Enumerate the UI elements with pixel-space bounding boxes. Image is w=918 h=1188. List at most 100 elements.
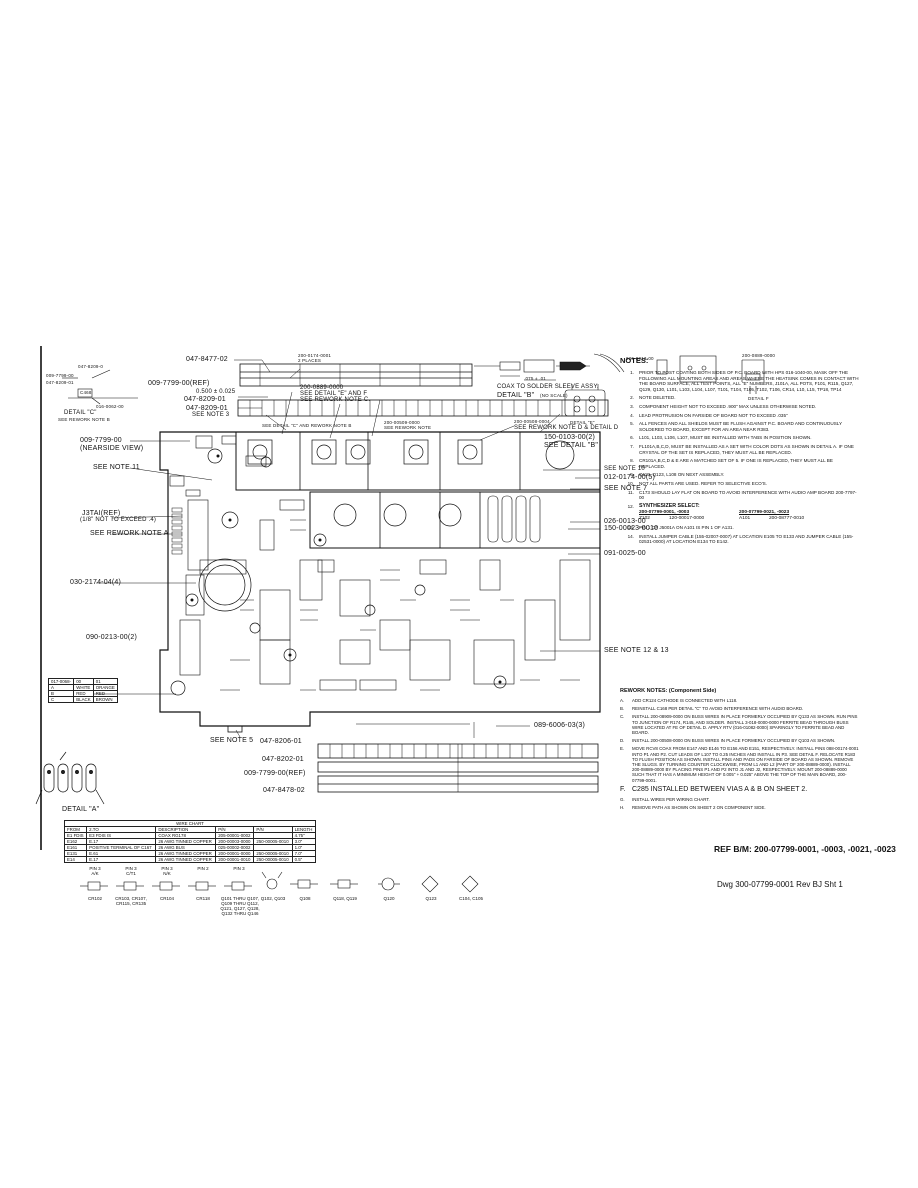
rework-text: INSTALL 200-08909-0000 ON BUSS WIRES IN … <box>632 714 858 736</box>
wc-cell: E.17 <box>86 856 157 863</box>
rework-num: F. <box>620 785 626 793</box>
wc-cell: 200-00001-0010 <box>215 856 255 863</box>
label-see-note-7: SEE NOTE 7 <box>604 485 648 492</box>
pcb-outline <box>159 431 601 727</box>
wc-cell: 250-00005-0010 <box>253 838 293 845</box>
label-nearside: (NEARSIDE VIEW) <box>80 445 144 452</box>
note-text: Q113, Q123, L108 ON NEXT ASSEMBLY. <box>639 472 725 478</box>
pinout-cr104-name: CR104 <box>159 896 174 901</box>
pinout-cr103-name: CR103, CR107, CR115, CR135 <box>115 896 147 906</box>
label-200-0889-b: 200-0889-0000 <box>742 353 776 358</box>
rework-num: C. <box>620 714 625 720</box>
label-091-0025: 091-0025-00 <box>604 550 646 557</box>
wct-cell: C <box>47 696 75 703</box>
pinout-q123-name: Q123 <box>425 896 437 901</box>
note-num: 1. <box>630 370 634 375</box>
label-see-detail-b: SEE DETAIL "B" <box>544 442 599 449</box>
pinout-c104-name: C104, C105 <box>458 896 484 901</box>
label-200-00508: 200-00508-0004 <box>514 419 550 424</box>
pin-top: PIN 3 <box>125 866 137 871</box>
label-030-2174: 030-2174-04(4) <box>70 579 122 586</box>
rework-title: REWORK NOTES: (Component Side) <box>620 688 717 694</box>
synth-r1b: 120-00017-0000 <box>669 516 705 522</box>
wc-h: LENGTH <box>291 826 317 833</box>
pinout-q118-name: Q118, Q119 <box>333 896 357 901</box>
pin-mid: C/T1 <box>126 871 136 876</box>
coax-no-scale: (NO SCALE) <box>540 393 568 398</box>
rework-text: REMOVE PATH AS SHOWN ON SHEET 2 ON COMPO… <box>632 805 766 811</box>
note-text: INSTALL JUMPER CABLE (155-02007-0007) AT… <box>639 533 854 545</box>
label-200-0174: 200-0174-0001 <box>298 353 332 358</box>
note-num: 11. <box>627 489 634 495</box>
note-item: 3.COMPONENT HEIGHT NOT TO EXCEED .900" M… <box>620 404 860 410</box>
top-heatsink <box>239 363 473 387</box>
rework-item: G. INSTALL WIRES PER WIRING CHART. <box>620 797 860 802</box>
note-text: LEAD PROTRUSION ON FARSIDE OF BOARD NOT … <box>639 412 788 418</box>
rework-text: ADD CR124 CATHODE IS CONNECTED WITH L118… <box>632 698 738 703</box>
label-047-8209-0: 047-8209-0 <box>78 364 104 369</box>
label-j3tai-sub: (1/8" NOT TO EXCEED .4) <box>80 517 157 523</box>
rework-notes-section: REWORK NOTES: (Component Side) A.ADD CR1… <box>620 688 860 813</box>
rework-text: INSTALL WIRES PER WIRING CHART. <box>632 796 710 802</box>
synth-r1c: A101 <box>739 516 751 522</box>
wc-cell: 26 AWG TINNED COPPER <box>155 850 217 857</box>
note-text: FL101A,B,C,D, MUST BE INSTALLED AS A SET… <box>639 443 854 455</box>
label-200-0889: 200-0889-0000 <box>300 385 344 391</box>
note-item: 10.NOT ALL PARTS ARE USED. REFER TO SELE… <box>620 481 860 487</box>
wc-cell: 0.5" <box>291 856 317 863</box>
note-item: 6. L101, L103, L106, L107, MUST BE INSTAL… <box>620 435 860 441</box>
pinout-q102-name: Q102, Q103 <box>260 896 286 901</box>
wct-h0: 017-0068- <box>47 678 75 685</box>
pin-top: PIN 3 <box>161 866 173 871</box>
note-text: COMPONENT HEIGHT NOT TO EXCEED .900" MAX… <box>639 403 817 409</box>
note-text: L101, L103, L106, L107, MUST BE INSTALLE… <box>639 435 812 441</box>
label-047-8209-01b: 047-8209-01 <box>186 405 228 412</box>
rework-num: H. <box>620 805 625 811</box>
coax-title: COAX TO SOLDER SLEEVE ASSY. <box>497 384 599 390</box>
wc-cell: POSITIVE TERMINAL OF C167 <box>86 844 157 851</box>
label-090-0213: 090-0213-00(2) <box>86 634 138 641</box>
rework-num: G. <box>620 796 625 802</box>
note-text: SYNTHESIZER SELECT: <box>639 502 700 509</box>
rework-num: B. <box>620 706 625 712</box>
notes-section: NOTES: 1.PRIOR TO POST COATING BOTH SIDE… <box>620 356 860 548</box>
wc-cell: 26 AWG TINNED COPPER <box>155 856 217 863</box>
synth-head-b: 200-07799-0021, -0023 <box>739 510 790 516</box>
label-047-8202: 047-8202-01 <box>262 756 304 763</box>
label-009-7799-left: 009-7799-00 <box>80 437 122 444</box>
wct-cell: WHITE <box>73 684 94 691</box>
wct-cell: BROWN <box>92 696 119 703</box>
label-047-8478: 047-8478-02 <box>263 787 305 794</box>
note-text: PRIOR TO POST COATING BOTH SIDES OF P.C.… <box>639 370 859 392</box>
note-num: 6. <box>630 435 634 441</box>
label-012-0174: 012-0174-00(5) <box>604 474 656 481</box>
rework-text: C285 INSTALLED BETWEEN VIAS A & B ON SHE… <box>632 785 808 793</box>
note-num: 13. <box>627 525 634 531</box>
note-text: ALL FENCES AND ALL SHIELDS MUST BE FLUSH… <box>639 421 842 432</box>
pinout-cr118-name: CR118 <box>196 896 210 901</box>
note-num: 14. <box>627 533 634 539</box>
pin-mid: N/K <box>163 871 171 876</box>
detail-f-title: DETAIL F <box>748 396 769 401</box>
pin-mid: A/K <box>91 871 99 876</box>
pinout-cr102-name: CR102 <box>87 896 102 901</box>
note-num: 7. <box>630 443 634 449</box>
rework-item: E.MOVE RCV8 COAX FROM E147 AND E146 TO E… <box>620 746 860 782</box>
pinout-q101-name: Q101 THRU Q107, Q109 THRU Q112, Q121, Q1… <box>220 896 260 916</box>
wc-cell: 200-00003-0000 <box>215 838 255 845</box>
label-see-detail-c-rework-b: SEE DETAIL "C" AND REWORK NOTE B <box>262 423 352 428</box>
pin-top: PIN 2 <box>197 866 209 871</box>
label-150-0103: 150-0103-00(2) <box>544 434 596 441</box>
label-016-0062: 016-0062-00 <box>96 404 124 409</box>
note-item: 13.PIN 1 OF J5001A ON A101 IS PIN 1 OF A… <box>620 525 860 531</box>
wire-chart-table: WIRE CHART FROM 2.TO DESCRIPTION P/N P/N… <box>63 820 317 863</box>
wc-cell: 26 AWG TINNED COPPER <box>155 838 217 845</box>
label-009-7799-00-sm: 009-7799-00 <box>46 373 74 378</box>
note-num: 9. <box>630 472 634 478</box>
wc-cell: 025-00002-0002 <box>215 844 255 851</box>
note-num: 5. <box>630 421 634 427</box>
label-026-0013-top: 026-0013-00 <box>626 356 654 361</box>
